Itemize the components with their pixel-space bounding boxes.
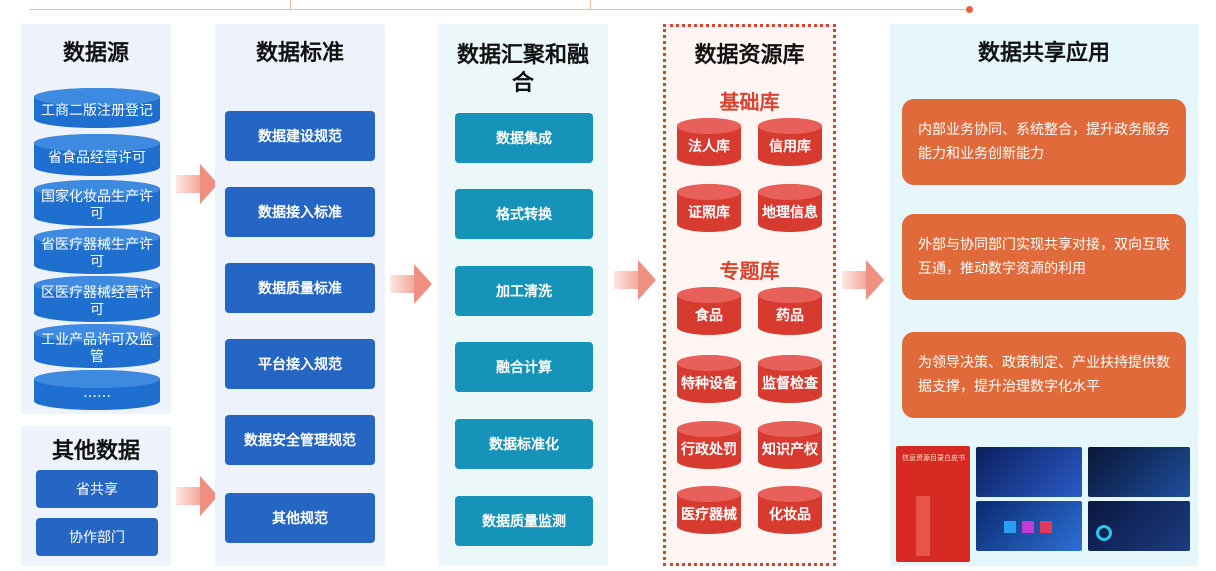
- share-application-box: 内部业务协同、系统整合，提升政务服务能力和业务创新能力: [902, 99, 1186, 185]
- other-data-item: 协作部门: [36, 518, 158, 556]
- resource-cylinder: 地理信息: [758, 184, 822, 232]
- resource-cylinder: 特种设备: [677, 355, 741, 403]
- source-cylinder: 工业产品许可及监管: [34, 324, 160, 368]
- source-cylinder: 省食品经营许可: [34, 134, 160, 176]
- flow-arrow-icon: [176, 164, 218, 204]
- converge-item: 格式转换: [455, 189, 593, 239]
- standard-item: 平台接入规范: [225, 339, 375, 389]
- standard-item: 数据接入标准: [225, 187, 375, 237]
- share-application-box: 为领导决策、政策制定、产业扶持提供数据支撑，提升治理数字化水平: [902, 332, 1186, 418]
- standard-item: 数据建设规范: [225, 111, 375, 161]
- flow-arrow-icon: [390, 264, 432, 304]
- resource-cylinder: 医疗器械: [677, 486, 741, 534]
- dashboard-screenshot-image: [1088, 501, 1190, 551]
- top-tick: [290, 0, 291, 9]
- resource-cylinder: 证照库: [677, 184, 741, 232]
- basic-library-label: 基础库: [719, 90, 780, 114]
- data-source-title: 数据源: [62, 41, 129, 66]
- other-data-title: 其他数据: [51, 439, 140, 464]
- source-cylinder: 省医疗器械生产许可: [34, 228, 160, 274]
- whitepaper-cover-image: 信息资源目录白皮书: [896, 446, 970, 562]
- converge-item: 数据集成: [455, 113, 593, 163]
- converge-item: 加工清洗: [455, 266, 593, 316]
- data-share-title: 数据共享应用: [977, 41, 1110, 66]
- converge-item: 融合计算: [455, 342, 593, 392]
- top-tick: [590, 0, 591, 9]
- resource-cylinder: 信用库: [758, 118, 822, 166]
- data-standard-title: 数据标准: [255, 41, 344, 66]
- source-cylinder: ……: [34, 370, 160, 410]
- flow-arrow-icon: [842, 260, 884, 300]
- resource-cylinder: 行政处罚: [677, 421, 741, 469]
- flow-arrow-icon: [176, 476, 218, 516]
- flow-arrow-icon: [614, 260, 656, 300]
- resource-cylinder: 监督检查: [758, 355, 822, 403]
- source-cylinder: 工商二版注册登记: [34, 88, 160, 128]
- standard-item: 其他规范: [225, 493, 375, 543]
- resource-cylinder: 药品: [758, 287, 822, 335]
- data-converge-title: 数据汇聚和融合: [456, 43, 589, 96]
- source-cylinder: 区医疗器械经营许可: [34, 276, 160, 322]
- share-application-box: 外部与协同部门实现共享对接，双向互联互通，推动数字资源的利用: [902, 214, 1186, 300]
- data-resource-title: 数据资源库: [694, 43, 805, 68]
- topic-library-label: 专题库: [719, 259, 780, 283]
- dashboard-screenshot-image: [976, 447, 1082, 497]
- resource-cylinder: 食品: [677, 287, 741, 335]
- converge-item: 数据标准化: [455, 419, 593, 469]
- top-divider-line: [30, 9, 970, 10]
- top-dot: [966, 6, 973, 13]
- resource-cylinder: 法人库: [677, 118, 741, 166]
- resource-cylinder: 知识产权: [758, 421, 822, 469]
- standard-item: 数据安全管理规范: [225, 415, 375, 465]
- standard-item: 数据质量标准: [225, 263, 375, 313]
- other-data-item: 省共享: [36, 470, 158, 508]
- dashboard-screenshot-image: [976, 501, 1082, 551]
- resource-cylinder: 化妆品: [758, 486, 822, 534]
- converge-item: 数据质量监测: [455, 496, 593, 546]
- dashboard-screenshot-image: [1088, 447, 1190, 497]
- source-cylinder: 国家化妆品生产许可: [34, 180, 160, 226]
